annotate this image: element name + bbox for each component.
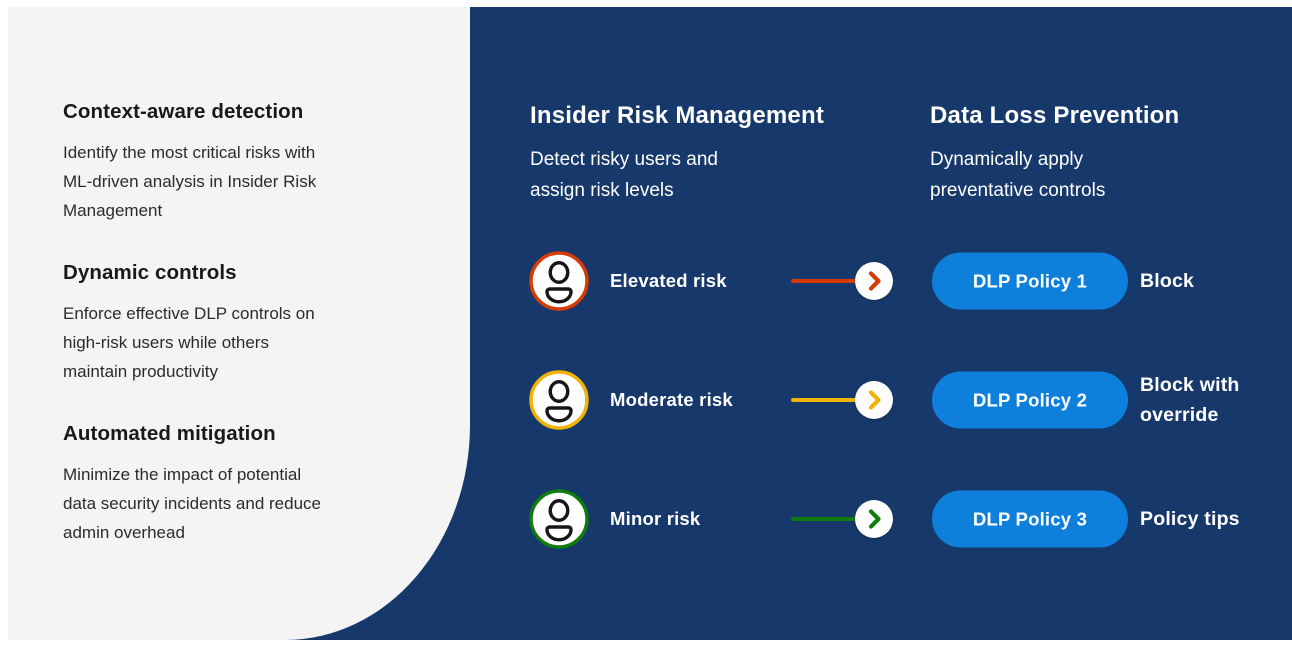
person-icon [529, 251, 589, 311]
dlp-policy-pill: DLP Policy 3 [932, 490, 1128, 548]
outcome-label: Block with override [1140, 374, 1240, 426]
chevron-right-icon [868, 509, 881, 529]
flow-arrow-head [855, 381, 893, 419]
feature-description: Minimize the impact of potential data se… [63, 465, 321, 542]
feature-description: Enforce effective DLP controls on high-r… [63, 304, 315, 381]
flow-arrow-line [791, 517, 857, 521]
column-title: Data Loss Prevention [930, 102, 1180, 129]
outcome-label: Policy tips [1140, 508, 1240, 530]
feature-description: Identify the most critical risks with ML… [63, 143, 317, 220]
risk-row-minor: Minor risk DLP Policy 3 Policy tips [0, 489, 1292, 549]
data-loss-prevention-column-header: Data Loss Prevention Dynamically apply p… [930, 102, 1179, 206]
person-shoulders [545, 406, 573, 423]
risk-label: Minor risk [610, 508, 701, 529]
chevron-right-icon [868, 390, 881, 410]
left-panel-background [8, 7, 470, 640]
column-subtitle: Detect risky users and assign risk level… [530, 149, 718, 201]
person-shoulders [545, 287, 573, 304]
risk-label: Moderate risk [610, 389, 733, 410]
person-head [548, 261, 570, 284]
flow-arrow-line [791, 398, 857, 402]
flow-arrow-head [855, 500, 893, 538]
person-icon [529, 489, 589, 549]
feature-heading: Context-aware detection [63, 100, 304, 123]
insider-risk-management-column-header: Insider Risk Management Detect risky use… [530, 102, 824, 206]
flow-arrow-line [791, 279, 857, 283]
risk-row-moderate: Moderate risk DLP Policy 2 Block with ov… [0, 370, 1292, 430]
risk-row-elevated: Elevated risk DLP Policy 1 Block [0, 251, 1292, 311]
feature-section-context-aware-detection: Context-aware detection Identify the mos… [63, 99, 433, 225]
flow-arrow-head [855, 262, 893, 300]
person-head [548, 499, 570, 522]
feature-section-automated-mitigation: Automated mitigation Minimize the impact… [63, 421, 433, 547]
person-head [548, 380, 570, 403]
dlp-policy-pill: DLP Policy 1 [932, 252, 1128, 310]
column-title: Insider Risk Management [530, 102, 825, 129]
person-icon [529, 370, 589, 430]
feature-heading: Dynamic controls [63, 261, 237, 284]
feature-column: Context-aware detection Identify the mos… [63, 99, 433, 547]
dlp-policy-pill: DLP Policy 2 [932, 371, 1128, 429]
person-shoulders [545, 525, 573, 542]
column-subtitle: Dynamically apply preventative controls [930, 149, 1106, 201]
feature-heading: Automated mitigation [63, 422, 276, 445]
outcome-label: Block [1140, 270, 1195, 292]
feature-section-dynamic-controls: Dynamic controls Enforce effective DLP c… [63, 260, 433, 386]
risk-label: Elevated risk [610, 270, 727, 291]
chevron-right-icon [868, 271, 881, 291]
